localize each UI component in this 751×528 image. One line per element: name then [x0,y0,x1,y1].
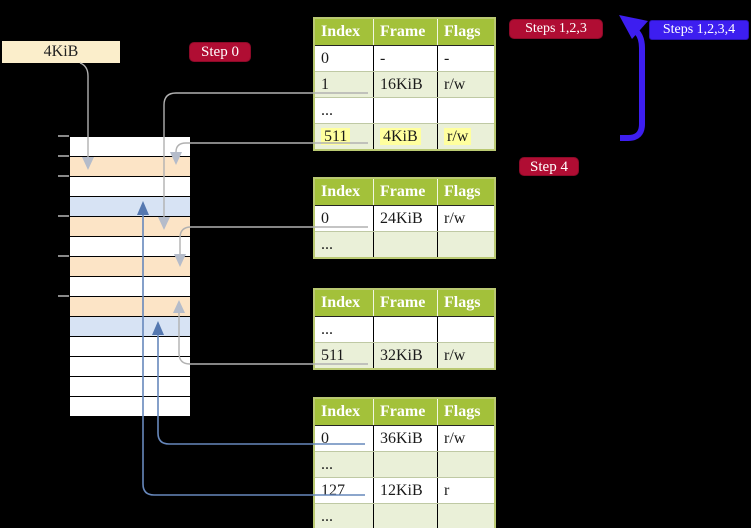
table-cell: r/w [437,342,495,369]
table-cell: 24KiB [373,205,438,232]
table-cell [437,316,495,343]
table-cell: ... [314,97,374,124]
table-cell [373,97,438,124]
memory-cell-8 [70,277,190,297]
table-row: ... [314,97,495,124]
step4-badge: Step 4 [519,157,579,176]
table-header-cell: Flags [437,18,495,46]
table-cell [373,316,438,343]
table-cell: ... [314,316,374,343]
table-cell: - [373,45,438,72]
steps-123-badge: Steps 1,2,3 [509,19,603,39]
memory-cell-13 [70,377,190,397]
table-header-cell: Frame [373,18,438,46]
table-cell [437,97,495,124]
memory-cell-5 [70,217,190,237]
steps-loop-arrow [620,26,645,141]
table-header-cell: Index [314,178,374,206]
table-row: ... [314,231,495,258]
table-cell: 12KiB [373,477,438,504]
physical-memory-column [70,136,190,417]
table-cell: r [437,477,495,504]
steps-1234-badge: Steps 1,2,3,4 [649,20,749,40]
table-cell [373,231,438,258]
table-row: 0-- [314,45,495,72]
table-cell: - [437,45,495,72]
table-cell: 32KiB [373,342,438,369]
memory-cell-3 [70,177,190,197]
memory-cell-9 [70,297,190,317]
highlighted-value: r/w [444,127,472,145]
table-cell: 36KiB [373,425,438,452]
highlighted-value: 511 [321,127,351,145]
page-size-label: 4KiB [2,41,120,63]
tick-mark [58,175,69,177]
arrowhead-upleft-icon [619,15,648,39]
table-cell: 4KiB [373,123,438,150]
table-cell [437,231,495,258]
table-row: ... [314,451,495,478]
table-row: ... [314,316,495,343]
table-header-cell: Index [314,289,374,317]
table-header-cell: Index [314,18,374,46]
tick-mark [58,295,69,297]
table-header-cell: Flags [437,398,495,426]
step0-badge: Step 0 [189,42,251,62]
table-cell: ... [314,231,374,258]
table-cell: 127 [314,477,374,504]
memory-cell-12 [70,357,190,377]
table-cell: r/w [437,205,495,232]
tick-mark [58,255,69,257]
table-cell: r/w [437,123,495,150]
memory-cell-4 [70,197,190,217]
table-header-cell: Frame [373,178,438,206]
table-header-cell: Index [314,398,374,426]
table-row: 511 4KiB r/w [314,123,495,150]
table-cell: 0 [314,205,374,232]
table-cell: 0 [314,45,374,72]
table-cell: ... [314,451,374,478]
table-cell: ... [314,503,374,528]
memory-cell-2 [70,157,190,177]
table-header-cell: Flags [437,289,495,317]
table-cell [373,451,438,478]
tick-mark [58,155,69,157]
tick-mark [58,215,69,217]
table-cell: 511 [314,342,374,369]
memory-cell-10 [70,317,190,337]
tick-mark [58,135,69,137]
table-row: ... [314,503,495,528]
memory-cell-11 [70,337,190,357]
table-cell [437,451,495,478]
table-cell [437,503,495,528]
table-cell: 0 [314,425,374,452]
table-cell [373,503,438,528]
table-cell: r/w [437,425,495,452]
table-cell: 16KiB [373,71,438,98]
table-cell: 511 [314,123,374,150]
table-cell: r/w [437,71,495,98]
memory-cell-6 [70,237,190,257]
highlighted-value: 4KiB [380,127,421,145]
memory-cell-14 [70,397,190,417]
table-header-cell: Frame [373,289,438,317]
table-header-cell: Frame [373,398,438,426]
memory-cell-7 [70,257,190,277]
table-header-cell: Flags [437,178,495,206]
memory-cell-1 [70,137,190,157]
table-cell: 1 [314,71,374,98]
